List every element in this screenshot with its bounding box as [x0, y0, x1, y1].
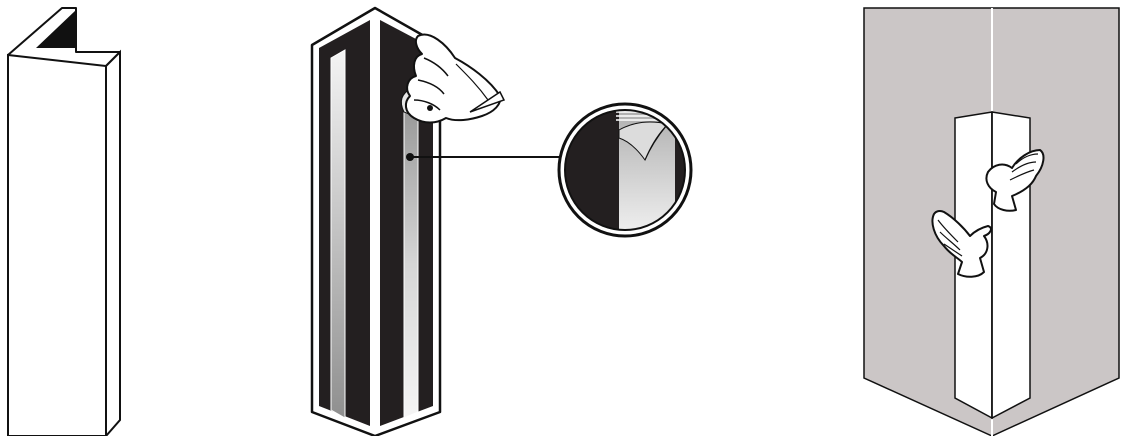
panel-peel-liner [312, 8, 565, 436]
hand-peeling-icon [406, 35, 504, 123]
panel-wall-corner [864, 8, 1119, 436]
callout-anchor-dot [406, 153, 414, 161]
guard-right-face [106, 52, 120, 436]
panel-corner-guard-profile [8, 8, 120, 436]
magnifier-callout [559, 98, 691, 238]
guard-left-face [8, 55, 106, 436]
adhesive-strip-left [331, 50, 345, 418]
